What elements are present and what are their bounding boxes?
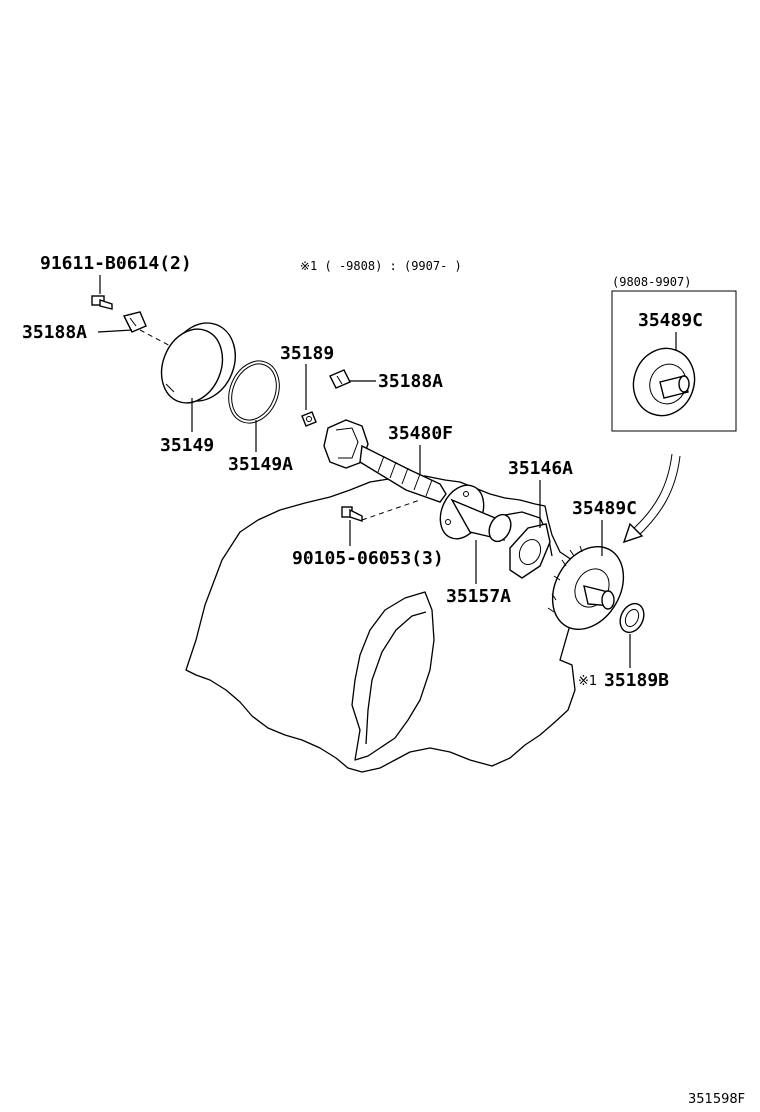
washer — [619, 602, 645, 634]
label-washer-marker: ※1 — [578, 674, 597, 689]
label-housing: 35157A — [446, 586, 511, 607]
label-bolt-top: 91611-B0614(2) — [40, 253, 192, 274]
housing — [439, 484, 512, 543]
label-shaft: 35480F — [388, 423, 453, 444]
bolt-top — [91, 295, 113, 310]
label-gear-main: 35489C — [572, 498, 637, 519]
nut-small — [301, 411, 317, 427]
label-clamp-right: 35188A — [378, 371, 443, 392]
label-plate: 35146A — [508, 458, 573, 479]
diagram-reference: 351598F — [688, 1092, 745, 1107]
bolt-bottom — [341, 506, 363, 522]
gear-inset — [632, 347, 696, 417]
label-clamp-left: 35188A — [22, 322, 87, 343]
clamp-left — [122, 311, 147, 333]
applicability-note: ※1 ( -9808) : (9907- ) — [300, 259, 462, 273]
label-gear-inset: 35489C — [638, 310, 703, 331]
label-o-ring: 35149A — [228, 454, 293, 475]
inset-box: (9808-9907) 35489C — [611, 275, 737, 432]
transmission-case-outline — [185, 475, 576, 773]
label-cover: 35149 — [160, 435, 214, 456]
o-ring — [228, 360, 280, 424]
clamp-right — [329, 369, 351, 389]
label-washer: 35189B — [604, 670, 669, 691]
cover — [160, 322, 236, 404]
arrow-inset-to-gear — [622, 453, 681, 544]
label-nut-small: 35189 — [280, 343, 334, 364]
label-bolt-bottom: 90105-06053(3) — [292, 548, 444, 569]
gear-main — [547, 545, 625, 631]
plate — [509, 523, 551, 579]
inset-caption: (9808-9907) — [612, 275, 691, 289]
shaft — [323, 419, 447, 503]
